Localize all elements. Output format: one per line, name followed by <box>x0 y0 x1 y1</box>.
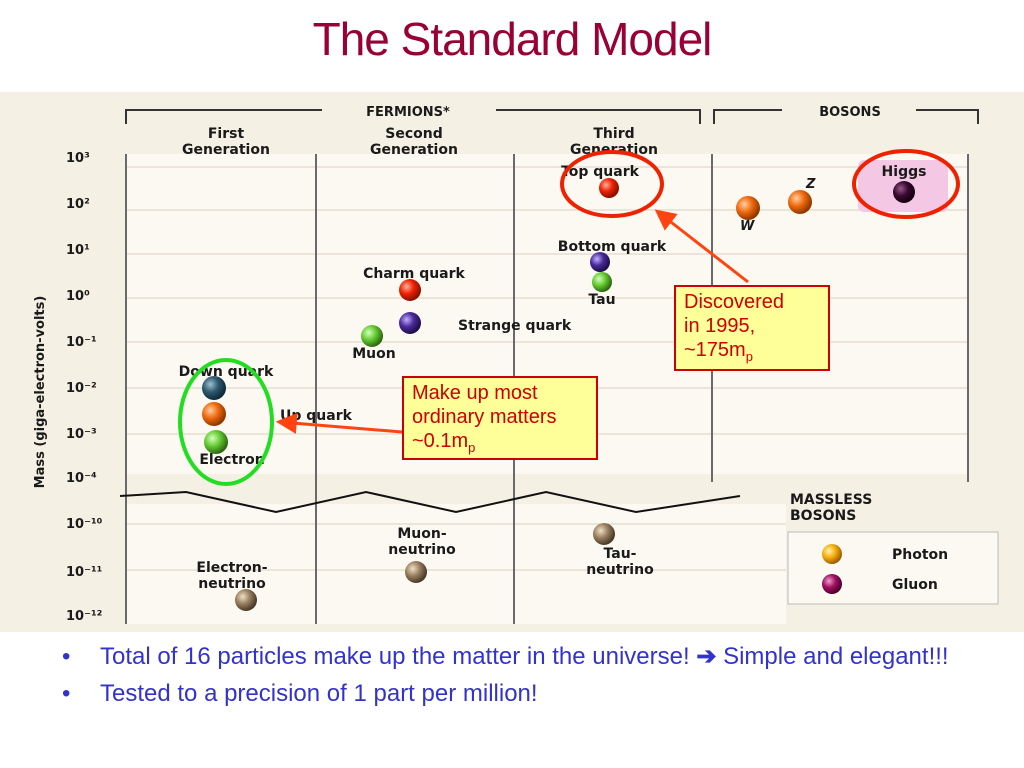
massless-bosons-box <box>787 531 999 605</box>
bottom-quark-ball <box>590 252 610 272</box>
z-boson-label: Z <box>805 177 816 192</box>
fermions-bracket <box>125 109 701 124</box>
axis-break-line <box>119 490 741 514</box>
y-tick: 10⁻⁴ <box>66 471 97 486</box>
w-boson-ball <box>736 196 760 220</box>
top-quark-highlight-ring <box>560 150 664 218</box>
higgs-highlight-ring <box>852 149 960 219</box>
electron-neutrino-line2: neutrino <box>198 576 266 592</box>
bullet-text-continued: Simple and elegant!!! <box>723 643 949 670</box>
massless-bosons-line1: MASSLESS <box>790 492 872 508</box>
y-tick: 10⁻¹¹ <box>66 565 102 580</box>
first-generation-line2: Generation <box>182 142 270 158</box>
top-quark-label: Top quark <box>561 164 640 180</box>
bullet-text: Total of 16 particles make up the matter… <box>100 643 690 670</box>
y-axis-ticks: 10³ 10² 10¹ 10⁰ 10⁻¹ 10⁻² 10⁻³ 10⁻⁴ 10⁻¹… <box>66 151 103 624</box>
bullet-item: • Total of 16 particles make up the matt… <box>56 640 976 673</box>
second-generation-line1: Second <box>385 126 442 142</box>
photon-label: Photon <box>892 547 948 563</box>
bottom-quark-label: Bottom quark <box>558 239 667 255</box>
muon-neutrino-ball <box>405 561 427 583</box>
bosons-bracket <box>713 109 979 124</box>
bullet-marker: • <box>62 643 71 670</box>
slide-title: The Standard Model <box>312 13 713 65</box>
y-tick: 10³ <box>66 151 90 166</box>
photon-ball <box>822 544 842 564</box>
y-tick: 10⁻² <box>66 381 97 396</box>
z-boson-ball <box>788 190 812 214</box>
right-arrow-icon: ➔ <box>696 643 717 670</box>
top-quark-arrow <box>654 209 749 284</box>
standard-model-figure: FERMIONS* BOSONS First Generation Second… <box>0 92 1024 632</box>
tau-neutrino-line1: Tau- <box>604 546 637 562</box>
strange-quark-label: Strange quark <box>458 318 572 334</box>
gluon-ball <box>822 574 842 594</box>
strange-quark-ball <box>399 312 421 334</box>
y-tick: 10² <box>66 197 90 212</box>
second-generation-line2: Generation <box>370 142 458 158</box>
y-tick: 10⁻¹² <box>66 609 102 624</box>
y-tick: 10⁻³ <box>66 427 97 442</box>
top-quark-callout: Discovered in 1995, ~175mp <box>674 285 830 371</box>
fermions-header: FERMIONS* <box>366 105 450 120</box>
callout-line: Make up most <box>412 382 538 404</box>
first-generation-line1: First <box>208 126 245 142</box>
up-quark-label: Up quark <box>280 408 353 424</box>
callout-line: Discovered <box>684 291 785 313</box>
tau-neutrino-line2: neutrino <box>586 562 654 578</box>
callout-line: ordinary matters <box>412 406 557 428</box>
callout-line: ~175m <box>684 339 746 361</box>
electron-label: Electron <box>199 452 264 468</box>
muon-label: Muon <box>352 346 395 362</box>
muon-neutrino-line1: Muon- <box>397 526 446 542</box>
bullet-item: • Tested to a precision of 1 part per mi… <box>56 677 976 710</box>
tau-ball <box>592 272 612 292</box>
first-generation-highlight-ring <box>178 358 274 486</box>
y-tick: 10⁰ <box>66 289 90 304</box>
muon-neutrino-line2: neutrino <box>388 542 456 558</box>
y-tick: 10¹ <box>66 243 90 258</box>
charm-quark-label: Charm quark <box>363 266 465 282</box>
charm-quark-ball <box>399 279 421 301</box>
standard-model-diagram: FERMIONS* BOSONS First Generation Second… <box>33 105 999 624</box>
electron-ball <box>204 430 228 454</box>
muon-ball <box>361 325 383 347</box>
higgs-label: Higgs <box>882 164 927 180</box>
callout-line: ~0.1m <box>412 430 469 452</box>
y-axis-label: Mass (giga-electron-volts) <box>33 296 48 489</box>
y-tick: 10⁻¹ <box>66 335 97 350</box>
callout-subscript: p <box>468 440 476 455</box>
electron-neutrino-ball <box>235 589 257 611</box>
bullet-text: Tested to a precision of 1 part per mill… <box>100 680 538 707</box>
tau-neutrino-ball <box>593 523 615 545</box>
top-quark-ball <box>599 178 619 198</box>
callout-subscript: p <box>745 349 753 364</box>
higgs-ball <box>893 181 915 203</box>
bullet-marker: • <box>62 680 71 707</box>
light-particles-arrow <box>275 412 403 434</box>
bullet-list: • Total of 16 particles make up the matt… <box>56 640 976 714</box>
w-boson-label: W <box>740 219 755 234</box>
bosons-header: BOSONS <box>819 105 881 120</box>
massless-bosons-line2: BOSONS <box>790 508 856 524</box>
down-quark-ball <box>202 376 226 400</box>
third-generation-line1: Third <box>593 126 634 142</box>
up-quark-ball <box>202 402 226 426</box>
tau-label: Tau <box>588 292 615 308</box>
light-particles-callout: Make up most ordinary matters ~0.1mp <box>402 376 598 460</box>
y-tick: 10⁻¹⁰ <box>66 517 103 532</box>
electron-neutrino-line1: Electron- <box>196 560 267 576</box>
callout-line: in 1995, <box>684 315 756 337</box>
gluon-label: Gluon <box>892 577 938 593</box>
